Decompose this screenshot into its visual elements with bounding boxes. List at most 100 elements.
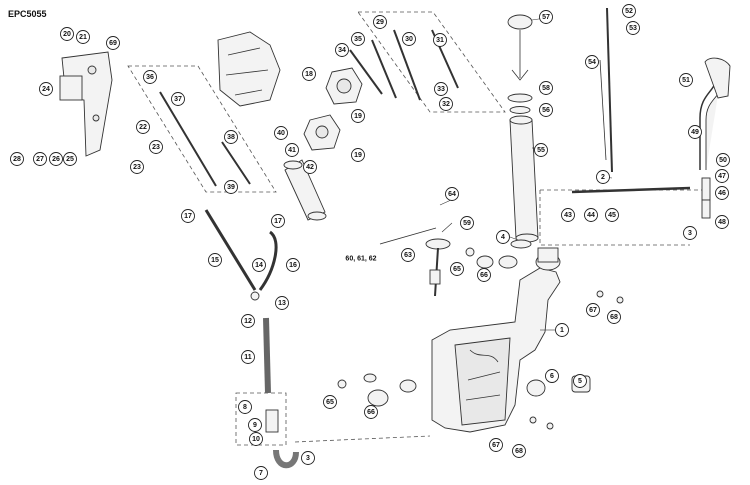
callout-10: 10 — [249, 432, 263, 446]
callout-57: 57 — [539, 10, 553, 24]
callout-11-text: 11 — [244, 354, 252, 361]
callout-52: 52 — [622, 4, 636, 18]
callout-31: 31 — [433, 33, 447, 47]
callout-52-text: 52 — [625, 8, 633, 15]
callout-30-text: 30 — [405, 36, 413, 43]
callout-8: 8 — [238, 400, 252, 414]
hose-42 — [283, 159, 327, 221]
callout-68: 68 — [607, 310, 621, 324]
callout-40-text: 40 — [277, 130, 285, 137]
callout-47: 47 — [715, 169, 729, 183]
callout-6: 6 — [545, 369, 559, 383]
callout-31-text: 31 — [436, 37, 444, 44]
callout-65-text: 65 — [326, 399, 334, 406]
callout-34-text: 34 — [338, 47, 346, 54]
callout-32-text: 32 — [442, 101, 450, 108]
callout-55: 55 — [534, 143, 548, 157]
callout-19: 19 — [351, 148, 365, 162]
callout-12-text: 12 — [244, 318, 252, 325]
callout-67: 67 — [586, 303, 600, 317]
callout-5-text: 5 — [578, 378, 582, 385]
callout-54: 54 — [585, 55, 599, 69]
callout-label-60-61-62: 60, 61, 62 — [345, 256, 376, 263]
callout-65: 65 — [450, 262, 464, 276]
callout-64-text: 64 — [448, 191, 456, 198]
callout-65: 65 — [323, 395, 337, 409]
callout-65-text: 65 — [453, 266, 461, 273]
callout-46-text: 46 — [718, 190, 726, 197]
callout-8-text: 8 — [243, 404, 247, 411]
callout-3-text: 3 — [306, 455, 310, 462]
callout-66: 66 — [364, 405, 378, 419]
callout-12: 12 — [241, 314, 255, 328]
callout-47-text: 47 — [718, 173, 726, 180]
callout-63: 63 — [401, 248, 415, 262]
callout-22: 22 — [136, 120, 150, 134]
callout-23-text: 23 — [133, 164, 141, 171]
seals — [337, 239, 624, 430]
callout-66-text: 66 — [480, 272, 488, 279]
callout-41: 41 — [285, 143, 299, 157]
callout-37: 37 — [171, 92, 185, 106]
callout-15: 15 — [208, 253, 222, 267]
callout-11: 11 — [241, 350, 255, 364]
callout-58: 58 — [539, 81, 553, 95]
callout-23: 23 — [149, 140, 163, 154]
callout-16-text: 16 — [289, 262, 297, 269]
callout-56-text: 56 — [542, 107, 550, 114]
callout-69: 69 — [106, 36, 120, 50]
callout-20-text: 20 — [63, 31, 71, 38]
callout-1: 1 — [555, 323, 569, 337]
filler-tube — [507, 14, 539, 243]
callout-19: 19 — [351, 109, 365, 123]
callout-26-text: 26 — [52, 156, 60, 163]
callout-55-text: 55 — [537, 147, 545, 154]
callout-30: 30 — [402, 32, 416, 46]
callout-23-text: 23 — [152, 144, 160, 151]
callout-27-text: 27 — [36, 156, 44, 163]
callout-4-text: 4 — [501, 234, 505, 241]
callout-39-text: 39 — [227, 184, 235, 191]
callout-45: 45 — [605, 208, 619, 222]
callout-17: 17 — [181, 209, 195, 223]
callout-44-text: 44 — [587, 212, 595, 219]
callout-29: 29 — [373, 15, 387, 29]
callout-53: 53 — [626, 21, 640, 35]
callout-43-text: 43 — [564, 212, 572, 219]
callout-53-text: 53 — [629, 25, 637, 32]
callout-7: 7 — [254, 466, 268, 480]
callout-21: 21 — [76, 30, 90, 44]
callout-28: 28 — [10, 152, 24, 166]
callout-38: 38 — [224, 130, 238, 144]
callout-67-text: 67 — [492, 442, 500, 449]
rods — [159, 29, 459, 187]
callout-39: 39 — [224, 180, 238, 194]
callout-67: 67 — [489, 438, 503, 452]
callout-4: 4 — [496, 230, 510, 244]
callout-48: 48 — [715, 215, 729, 229]
callout-14: 14 — [252, 258, 266, 272]
callout-23: 23 — [130, 160, 144, 174]
callout-68: 68 — [512, 444, 526, 458]
callout-17-text: 17 — [274, 218, 282, 225]
mounting-bracket — [59, 51, 113, 157]
group-boxes — [127, 11, 705, 446]
callout-66-text: 66 — [367, 409, 375, 416]
callout-25: 25 — [63, 152, 77, 166]
callout-34: 34 — [335, 43, 349, 57]
callout-67-text: 67 — [589, 307, 597, 314]
callout-10-text: 10 — [252, 436, 260, 443]
valve-assemblies — [217, 31, 363, 151]
callout-24-text: 24 — [42, 86, 50, 93]
callout-59: 59 — [460, 216, 474, 230]
right-hoses — [571, 7, 731, 219]
callout-64: 64 — [445, 187, 459, 201]
callout-6-text: 6 — [550, 373, 554, 380]
callout-7-text: 7 — [259, 470, 263, 477]
callout-16: 16 — [286, 258, 300, 272]
callout-58-text: 58 — [542, 85, 550, 92]
callout-66: 66 — [477, 268, 491, 282]
callout-33-text: 33 — [437, 86, 445, 93]
